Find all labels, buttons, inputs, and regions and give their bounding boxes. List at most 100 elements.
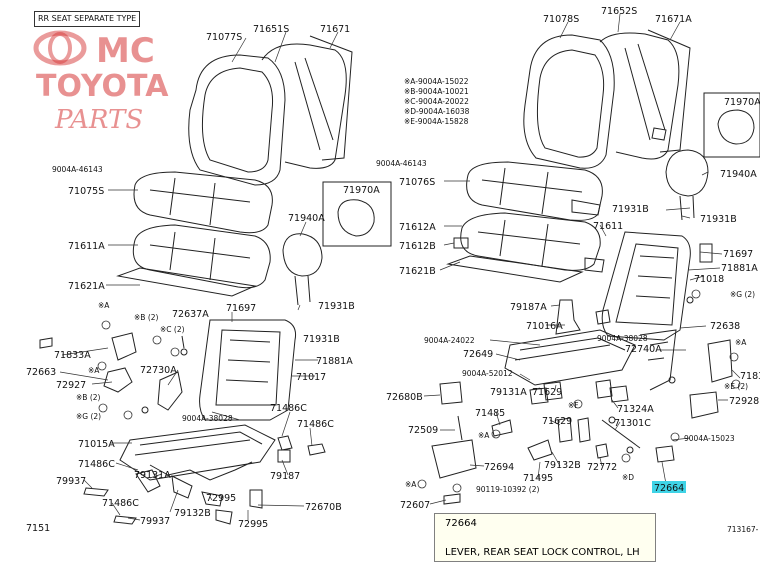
part-label[interactable]: 79132B [544, 460, 581, 471]
part-label-72664[interactable]: 72664 [654, 483, 684, 494]
part-label[interactable]: 72637A [172, 309, 209, 320]
part-label[interactable]: 71018 [694, 274, 724, 285]
part-label[interactable]: 71931B [303, 334, 340, 345]
part-label[interactable]: 71611A [68, 241, 105, 252]
part-label[interactable]: 71077S [206, 32, 242, 43]
part-label[interactable]: 71629 [542, 416, 572, 427]
legend-d: ※D-9004A-16038 [404, 107, 470, 116]
part-label[interactable]: 71486C [102, 498, 139, 509]
part-label[interactable]: 9004A-38028 [182, 414, 233, 423]
part-label[interactable]: 72670B [305, 502, 342, 513]
part-label[interactable]: 71652S [601, 6, 637, 17]
part-label[interactable]: 71495 [523, 473, 553, 484]
part-label[interactable]: 71621B [399, 266, 436, 277]
part-label[interactable]: 71078S [543, 14, 579, 25]
part-label[interactable]: 9004A-24022 [424, 336, 475, 345]
right-seat-drawing [431, 29, 733, 505]
part-label[interactable]: 79187A [510, 302, 547, 313]
part-label[interactable]: 71301C [614, 418, 651, 429]
symbol-label: ※B (2) [134, 313, 159, 322]
part-label[interactable]: 7151 [26, 523, 50, 534]
part-label[interactable]: 72663 [26, 367, 56, 378]
part-label[interactable]: 71940A [720, 169, 757, 180]
symbol-label: ※A [478, 431, 490, 440]
part-label[interactable]: 71629 [532, 387, 562, 398]
part-label[interactable]: 71970A [724, 97, 760, 108]
part-label[interactable]: 71015A [78, 439, 115, 450]
symbol-label: ※G (2) [730, 290, 755, 299]
part-label[interactable]: 9004A-38028 [597, 334, 648, 343]
part-labels[interactable]: 71077S 71651S 71671 9004A-46143 71075S 7… [26, 6, 760, 534]
symbol-label: ※B (2) [76, 393, 101, 402]
part-label[interactable]: 71324A [617, 404, 654, 415]
part-label[interactable]: 72638 [710, 321, 740, 332]
part-label[interactable]: 71486C [297, 419, 334, 430]
part-label[interactable]: 71612B [399, 241, 436, 252]
part-label[interactable]: 79937 [56, 476, 86, 487]
part-label[interactable]: 79132B [174, 508, 211, 519]
part-label[interactable]: 71017 [296, 372, 326, 383]
part-label[interactable]: 71485 [475, 408, 505, 419]
part-label[interactable]: 79187 [270, 471, 300, 482]
part-label[interactable]: 72694 [484, 462, 514, 473]
symbol-label: ※A [88, 366, 100, 375]
watermark-mc: MC [96, 31, 155, 71]
part-label[interactable]: 71834 [740, 371, 760, 382]
part-label[interactable]: 72927 [56, 380, 86, 391]
tooltip-description: LEVER, REAR SEAT LOCK CONTROL, LH [445, 547, 640, 558]
part-label[interactable]: 713167- [727, 525, 759, 534]
part-label[interactable]: 71671A [655, 14, 692, 25]
tooltip-part-number: 72664 [445, 518, 477, 529]
part-label[interactable]: 72995 [238, 519, 268, 530]
part-label[interactable]: 72649 [463, 349, 493, 360]
part-label[interactable]: 71075S [68, 186, 104, 197]
part-label[interactable]: 9004A-52012 [462, 369, 513, 378]
part-label[interactable]: 72772 [587, 462, 617, 473]
part-label[interactable]: 90119-10392 (2) [476, 485, 540, 494]
part-label[interactable]: 71833A [54, 350, 91, 361]
inset-headrest-left [322, 181, 392, 247]
part-label[interactable]: 9004A-15023 [684, 434, 735, 443]
part-label[interactable]: 72607 [400, 500, 430, 511]
part-label[interactable]: 9004A-46143 [52, 165, 103, 174]
watermark-parts: PARTS [54, 105, 143, 135]
part-label[interactable]: 71970A [343, 185, 380, 196]
part-label[interactable]: 72740A [625, 344, 662, 355]
part-label[interactable]: 72680B [386, 392, 423, 403]
part-label[interactable]: 71940A [288, 213, 325, 224]
part-label[interactable]: 72928 [729, 396, 759, 407]
part-label[interactable]: 72730A [140, 365, 177, 376]
part-label[interactable]: 71016A [526, 321, 563, 332]
part-label[interactable]: 71931B [612, 204, 649, 215]
part-label[interactable]: 71671 [320, 24, 350, 35]
section-header-note: RR SEAT SEPARATE TYPE [34, 11, 141, 27]
part-label[interactable]: 72509 [408, 425, 438, 436]
part-label[interactable]: 71697 [723, 249, 753, 260]
part-label[interactable]: 71931B [700, 214, 737, 225]
part-label[interactable]: 79937 [140, 516, 170, 527]
part-label[interactable]: 71076S [399, 177, 435, 188]
part-label[interactable]: 71651S [253, 24, 289, 35]
part-label[interactable]: 71881A [316, 356, 353, 367]
part-label[interactable]: 79131A [490, 387, 527, 398]
part-tooltip: 72664 LEVER, REAR SEAT LOCK CONTROL, LH [434, 513, 656, 562]
symbol-label: ※G (2) [76, 412, 101, 421]
part-label[interactable]: 71931B [318, 301, 355, 312]
part-label[interactable]: 71612A [399, 222, 436, 233]
part-label[interactable]: 71697 [226, 303, 256, 314]
symbol-label: ※F [568, 401, 579, 410]
part-label[interactable]: 71486C [78, 459, 115, 470]
part-label[interactable]: 71881A [721, 263, 758, 274]
part-label[interactable]: 71486C [270, 403, 307, 414]
leader-lines [59, 13, 741, 521]
part-label[interactable]: 9004A-46143 [376, 159, 427, 168]
left-seat-drawing [39, 35, 353, 525]
part-label[interactable]: 71611 [593, 221, 623, 232]
watermark-logo: MC TOYOTA PARTS [33, 30, 169, 135]
legend-c: ※C-9004A-20022 [404, 97, 469, 106]
part-label[interactable]: 71621A [68, 281, 105, 292]
symbol-label: ※A [735, 338, 747, 347]
part-label[interactable]: 79131A [134, 470, 171, 481]
part-label[interactable]: 72995 [206, 493, 236, 504]
